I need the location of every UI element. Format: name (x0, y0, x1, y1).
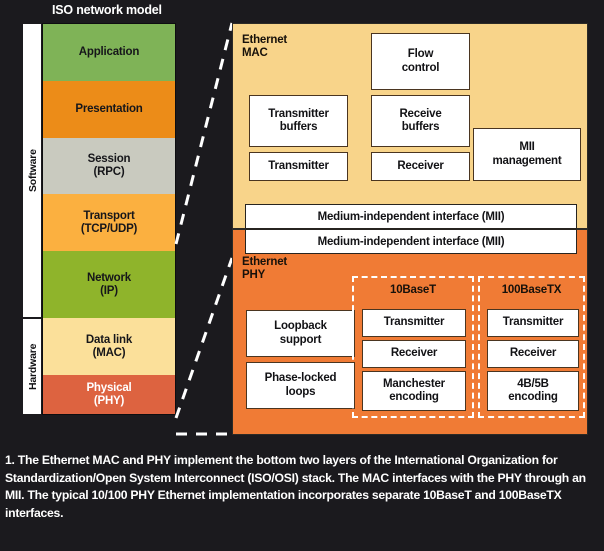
figure-caption: 1. The Ethernet MAC and PHY implement th… (5, 453, 586, 520)
iso-layer-transport-line2: (TCP/UDP) (80, 222, 138, 235)
phy-group-10baset-title: 10BaseT (390, 284, 436, 296)
side-label-hardware-text: Hardware (27, 343, 39, 390)
phy-group-10baset: 10BaseT Transmitter Receiver Manchester … (352, 276, 474, 418)
mac-block-receiver[interactable]: Receiver (371, 152, 470, 181)
phy-10baset-manchester-encoding-line2: encoding (389, 391, 439, 403)
phy-10baset-manchester-encoding-line1: Manchester (383, 377, 445, 390)
iso-layer-data-link-line1: Data link (85, 333, 133, 346)
phy-block-phase-locked-loops[interactable]: Phase-locked loops (246, 362, 355, 409)
iso-layer-physical-line1: Physical (86, 381, 132, 394)
phy-10baset-transmitter-line1: Transmitter (383, 316, 445, 329)
phy-block-loopback-support-line2: support (279, 333, 322, 346)
iso-layer-transport-line1: Transport (83, 209, 135, 222)
iso-layer-transport[interactable]: Transport (TCP/UDP) (42, 194, 176, 251)
ethernet-mac-label-line1: Ethernet (242, 34, 288, 46)
ethernet-mac-panel: Ethernet MAC Flow control Transmitter bu… (232, 23, 588, 229)
mac-block-transmitter-buffers[interactable]: Transmitter buffers (249, 95, 348, 147)
mii-bar-mac-side[interactable]: Medium-independent interface (MII) (245, 204, 577, 229)
mac-block-flow-control[interactable]: Flow control (371, 33, 470, 90)
iso-layer-session[interactable]: Session (RPC) (42, 138, 176, 194)
mac-block-mii-management-line2: management (492, 154, 562, 167)
iso-layer-session-line1: Session (87, 153, 131, 165)
side-label-software: Software (22, 23, 42, 318)
mac-block-flow-control-line2: control (401, 61, 440, 74)
iso-layer-application[interactable]: Application (42, 23, 176, 81)
mac-block-receive-buffers-line2: buffers (401, 121, 440, 133)
iso-layer-network[interactable]: Network (IP) (42, 251, 176, 318)
mac-block-transmitter-line1: Transmitter (268, 159, 329, 172)
iso-layer-session-line2: (RPC) (93, 166, 125, 178)
phy-100basetx-4b5b-encoding-line2: encoding (508, 391, 558, 403)
mii-bar-phy-side-text: Medium-independent interface (MII) (317, 235, 505, 248)
iso-layer-presentation[interactable]: Presentation (42, 81, 176, 138)
ethernet-phy-panel: Ethernet PHY Loopback support Phase-lock… (232, 229, 588, 435)
mii-bar-mac-side-text: Medium-independent interface (MII) (317, 210, 505, 223)
mii-bar-phy-side[interactable]: Medium-independent interface (MII) (245, 229, 577, 254)
iso-layer-data-link-line2: (MAC) (92, 346, 126, 359)
phy-100basetx-4b5b-encoding-line1: 4B/5B (517, 377, 549, 390)
phy-group-100basetx: 100BaseTX Transmitter Receiver 4B/5B enc… (478, 276, 585, 418)
mac-block-mii-management[interactable]: MII management (473, 128, 581, 181)
phy-group-100basetx-title: 100BaseTX (501, 284, 562, 296)
mac-block-flow-control-line1: Flow (407, 48, 434, 60)
phy-100basetx-4b5b-encoding[interactable]: 4B/5B encoding (487, 371, 579, 411)
ethernet-mac-label: Ethernet MAC (242, 34, 287, 60)
side-label-software-text: Software (27, 149, 39, 192)
ethernet-mac-label-line2: MAC (242, 47, 268, 59)
mac-block-transmitter[interactable]: Transmitter (249, 152, 348, 181)
side-label-hardware: Hardware (22, 318, 42, 415)
phy-10baset-manchester-encoding[interactable]: Manchester encoding (362, 371, 466, 411)
iso-layer-presentation-line1: Presentation (75, 103, 143, 115)
phy-100basetx-receiver-line1: Receiver (509, 347, 557, 360)
callout-connector-lines (174, 22, 234, 436)
iso-layer-application-line1: Application (78, 46, 140, 58)
iso-layer-network-line1: Network (87, 271, 131, 284)
phy-10baset-receiver[interactable]: Receiver (362, 340, 466, 368)
phy-10baset-transmitter[interactable]: Transmitter (362, 309, 466, 337)
phy-block-phase-locked-loops-line1: Phase-locked (264, 372, 337, 384)
phy-block-loopback-support[interactable]: Loopback support (246, 310, 355, 357)
iso-layer-network-line2: (IP) (100, 284, 118, 297)
ethernet-phy-label-line1: Ethernet (242, 256, 288, 268)
iso-stack-title: ISO network model (52, 3, 162, 17)
ethernet-phy-label: Ethernet PHY (242, 256, 287, 282)
phy-100basetx-transmitter-line1: Transmitter (502, 316, 564, 329)
mac-block-receiver-line1: Receiver (397, 159, 444, 172)
iso-layer-data-link[interactable]: Data link (MAC) (42, 318, 176, 375)
phy-block-loopback-support-line1: Loopback (274, 320, 327, 332)
phy-block-phase-locked-loops-line2: loops (285, 385, 316, 398)
mac-block-transmitter-buffers-line1: Transmitter (268, 107, 329, 120)
phy-100basetx-transmitter[interactable]: Transmitter (487, 309, 579, 337)
phy-100basetx-receiver[interactable]: Receiver (487, 340, 579, 368)
mac-block-transmitter-buffers-line2: buffers (279, 121, 318, 133)
ethernet-phy-label-line2: PHY (242, 269, 266, 281)
iso-layer-physical[interactable]: Physical (PHY) (42, 375, 176, 415)
mac-block-mii-management-line1: MII (519, 141, 535, 153)
mac-block-receive-buffers-line1: Receive (399, 107, 442, 120)
phy-10baset-receiver-line1: Receiver (390, 347, 438, 360)
iso-layer-physical-line2: (PHY) (93, 394, 125, 407)
mac-block-receive-buffers[interactable]: Receive buffers (371, 95, 470, 147)
